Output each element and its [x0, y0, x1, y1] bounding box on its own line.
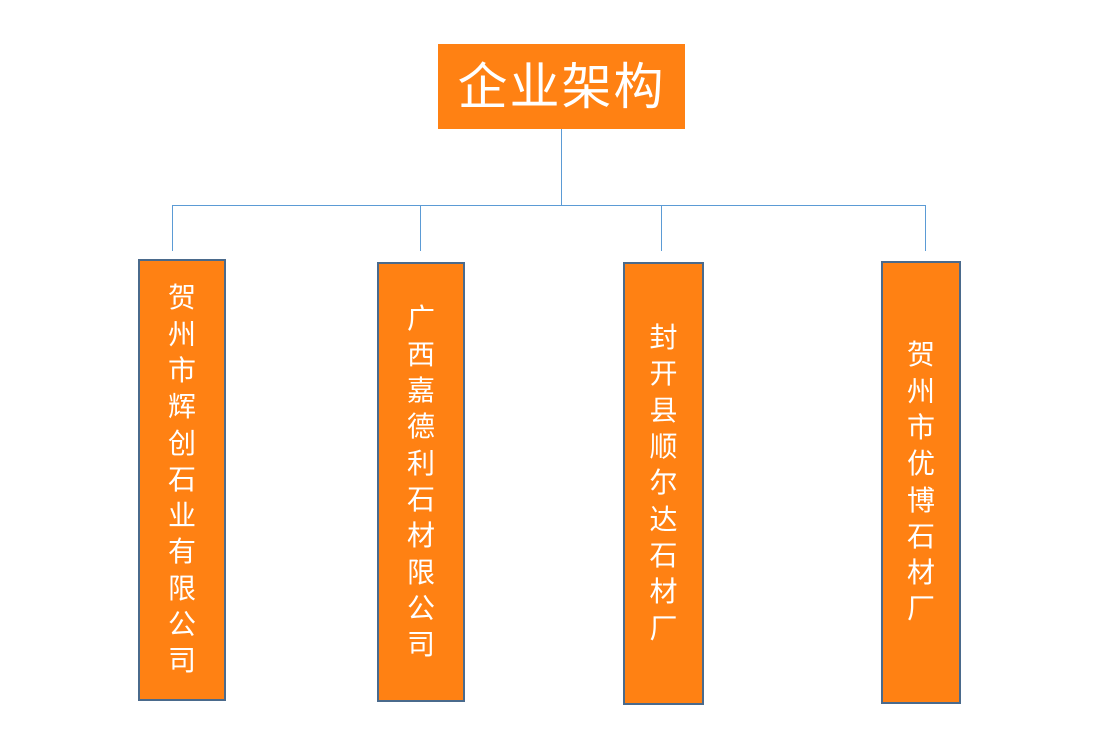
branch-connector-2 [420, 205, 421, 251]
trunk-connector [561, 129, 562, 205]
horizontal-connector [172, 205, 926, 206]
company-node-1: 贺州市辉创石业有限公司 [138, 259, 226, 701]
company-node-4: 贺州市优博石材厂 [881, 261, 961, 704]
root-node: 企业架构 [438, 44, 685, 129]
company-node-2: 广西嘉德利石材限公司 [377, 262, 465, 702]
branch-connector-4 [925, 205, 926, 251]
branch-connector-1 [172, 205, 173, 251]
company-node-3-label: 封开县顺尔达石材厂 [649, 321, 678, 645]
company-node-3: 封开县顺尔达石材厂 [623, 262, 704, 705]
branch-connector-3 [661, 205, 662, 251]
root-node-label: 企业架构 [457, 57, 666, 116]
company-node-2-label: 广西嘉德利石材限公司 [406, 301, 435, 662]
company-node-1-label: 贺州市辉创石业有限公司 [167, 281, 196, 678]
company-node-4-label: 贺州市优博石材厂 [906, 338, 935, 626]
